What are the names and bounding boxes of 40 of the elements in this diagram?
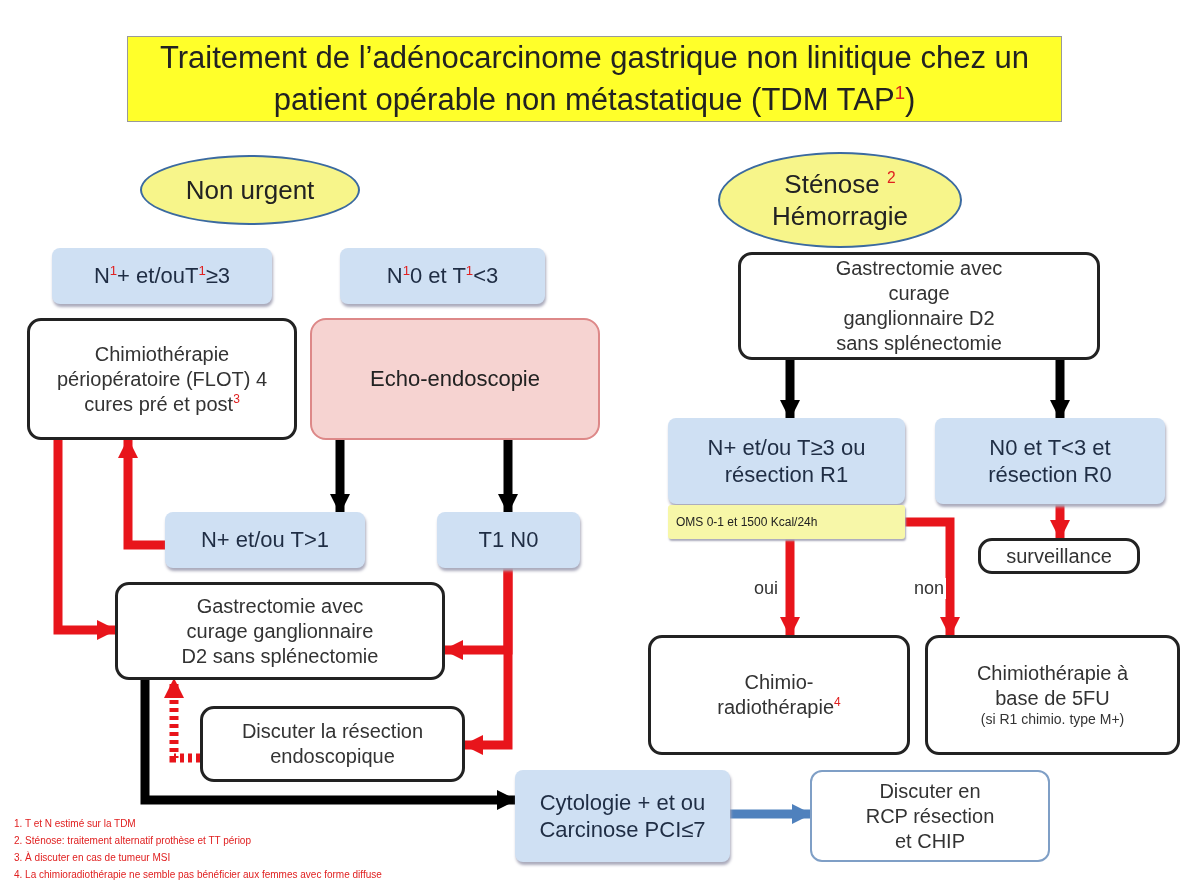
process-box: Gastrectomie avec curage ganglionnaire D2 sans splénectomie [115,582,445,680]
arrow [905,517,960,637]
arrow [118,438,165,550]
title-banner: Traitement de l’adénocarcinome gastrique non linitique chez un patient opérable non métastatique (TDM TAP$^{1}$) [127,36,1062,122]
footnote: 2. Sténose: traitement alternatif prothèse et TT périop [14,835,251,846]
condition-box: N0 et T<3 et résection R0 [935,418,1165,504]
arrow [730,804,812,824]
process-box [925,635,1180,755]
arrow [1050,360,1070,420]
arrow [164,678,200,763]
process-box: Chimiothérapie périopératoire (FLOT) 4 cures pré et post$^{3}$ [27,318,297,440]
arrow [463,568,513,755]
condition-box: N+ et/ou T≥3 ou résection R1 [668,418,905,504]
arrow [780,539,800,637]
ellipse-label: Non urgent [140,155,360,225]
process-box: Gastrectomie avec curage ganglionnaire D2 sans splénectomie [738,252,1100,360]
arrow [53,440,117,640]
condition-box: N$^{1}$+ et/ouT$^{1}$≥3 [52,248,272,304]
arrow [140,680,517,810]
footnote: 3. À discuter en cas de tumeur MSI [14,852,171,863]
arrow [498,440,518,514]
criteria-box: OMS 0-1 et 1500 Kcal/24h [668,505,905,539]
condition-box: Cytologie + et ou Carcinose PCI≤7 [515,770,730,862]
box-text: Chimiothérapie à base de 5FU [975,661,1130,712]
condition-box: N$^{1}$0 et T$^{1}$<3 [340,248,545,304]
condition-box: N+ et/ou T>1 [165,512,365,568]
process-box: surveillance [978,538,1140,574]
arrow [330,440,350,514]
footnote: 1. T et N estimé sur la TDM [14,818,136,829]
process-box: Discuter en RCP résection et CHIP [810,770,1050,862]
process-box: Chimio- radiothérapie$^{4}$ [648,635,910,755]
process-box: Discuter la résection endoscopique [200,706,465,782]
arrow [780,360,800,420]
edge-label: non [912,578,947,599]
footnote: 4. La chimioradiothérapie ne semble pas bénéficier aux femmes avec forme diffuse [14,869,382,880]
process-box: Echo-endoscopie [310,318,600,440]
note-text: (si R1 chimio. type M+) [980,711,1125,729]
ellipse-label: Sténose $^{2}$ Hémorragie [718,152,962,248]
arrow [1050,504,1070,540]
condition-box: T1 N0 [437,512,580,568]
